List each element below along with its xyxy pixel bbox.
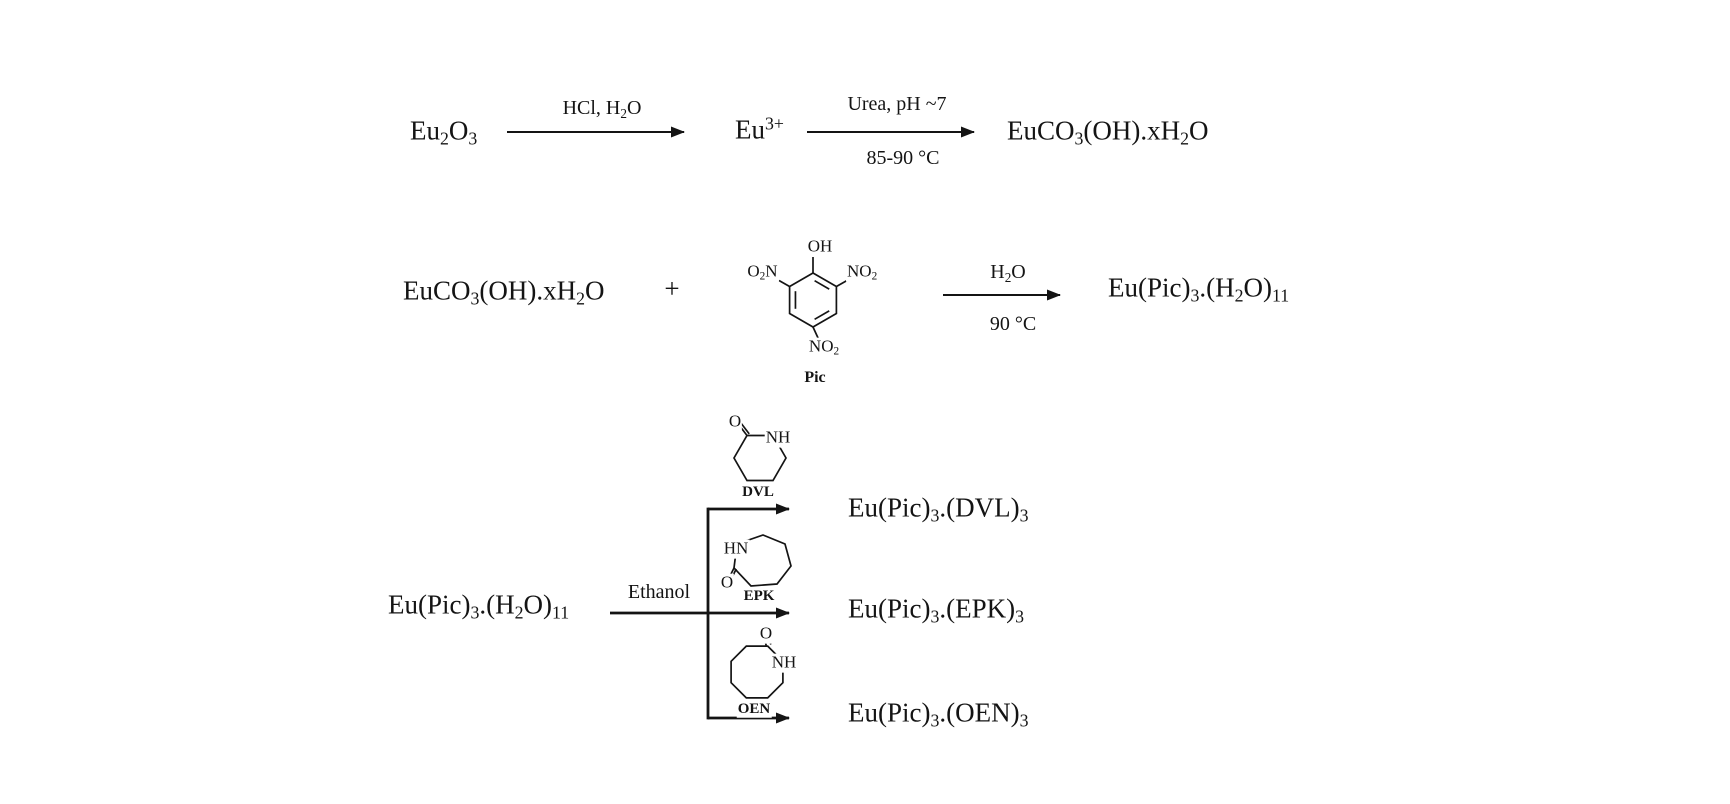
- epk-hn-label: HN: [722, 538, 750, 559]
- eupic-oen-formula: Eu(Pic)3.(OEN)3: [848, 697, 1029, 731]
- dvl-name-label: DVL: [741, 483, 775, 501]
- temperature-90-label: 90 °C: [989, 313, 1037, 335]
- picric-acid-ring: [778, 257, 848, 340]
- eu3plus-formula: Eu3+: [735, 113, 784, 145]
- no2-right-label: NO2: [846, 261, 879, 283]
- eucarbonate-formula-row2: EuCO3(OH).xH2O: [403, 275, 605, 309]
- urea-ph-condition: Urea, pH ~7: [847, 93, 947, 115]
- eucarbonate-formula-row1: EuCO3(OH).xH2O: [1007, 115, 1209, 149]
- epk-o-label: O: [719, 572, 735, 593]
- eupic-hydrate-formula-row3: Eu(Pic)3.(H2O)11: [388, 589, 570, 623]
- oen-name-label: OEN: [736, 700, 772, 718]
- pic-name-label: Pic: [803, 369, 827, 387]
- h2o-condition: H2O: [990, 261, 1026, 285]
- eupic-dvl-formula: Eu(Pic)3.(DVL)3: [848, 492, 1029, 526]
- oen-o-label: O: [758, 623, 774, 644]
- oen-nh-label: NH: [770, 652, 798, 673]
- eupic-epk-formula: Eu(Pic)3.(EPK)3: [848, 593, 1025, 627]
- temperature-85-90-label: 85-90 °C: [866, 147, 940, 169]
- picric-acid-structure: OH O2N NO2 NO2 Pic: [740, 225, 900, 395]
- oen-structure: O NH OEN: [710, 623, 820, 720]
- ethanol-condition: Ethanol: [627, 581, 691, 603]
- plus-sign: +: [664, 273, 680, 304]
- o2n-left-label: O2N: [746, 261, 779, 283]
- epk-structure: HN O EPK: [705, 530, 820, 610]
- dvl-o-label: O: [727, 411, 743, 432]
- epk-name-label: EPK: [742, 587, 776, 605]
- oh-label: OH: [806, 236, 834, 257]
- eu2o3-formula: Eu2O3: [410, 115, 478, 149]
- no2-bottom-label: NO2: [807, 336, 841, 358]
- eupic-hydrate-formula-row2: Eu(Pic)3.(H2O)11: [1108, 272, 1290, 306]
- dvl-nh-label: NH: [764, 427, 792, 448]
- hcl-h2o-condition: HCl, H2O: [562, 97, 642, 121]
- dvl-structure: O NH DVL: [700, 410, 820, 505]
